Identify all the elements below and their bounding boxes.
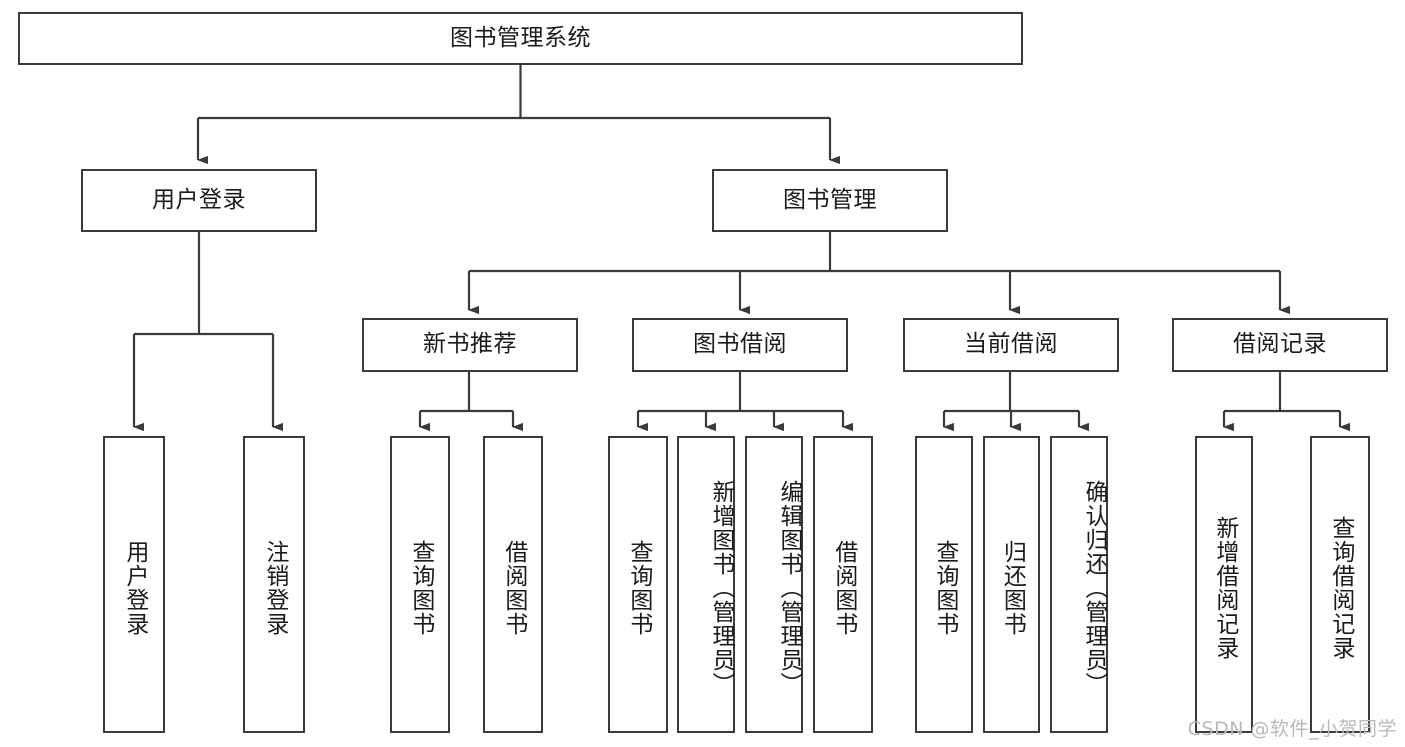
watermark-text: CSDN @软件_小贺同学	[1187, 718, 1397, 740]
node-root[interactable]: 图书管理系统	[18, 12, 1023, 65]
leaf-borrow-book-nbr-label: 借阅图书	[500, 539, 527, 636]
leaf-query-borrow-record[interactable]: 查询借阅记录	[1310, 436, 1370, 733]
leaf-return-book-label: 归还图书	[999, 539, 1026, 636]
node-new-book-recommend-label: 新书推荐	[423, 331, 517, 358]
node-current-borrow[interactable]: 当前借阅	[903, 318, 1119, 372]
node-user-login-label: 用户登录	[152, 186, 246, 213]
leaf-return-book[interactable]: 归还图书	[983, 436, 1040, 733]
leaf-add-borrow-record-label: 新增借阅记录	[1211, 515, 1238, 660]
node-borrow-record-label: 借阅记录	[1233, 331, 1327, 358]
leaf-add-borrow-record[interactable]: 新增借阅记录	[1195, 436, 1253, 733]
node-book-borrow[interactable]: 图书借阅	[632, 318, 848, 372]
node-book-management-label: 图书管理	[783, 186, 877, 213]
leaf-user-login[interactable]: 用户登录	[103, 436, 165, 733]
leaf-edit-book-admin-label: 编辑图书（管理员）	[776, 479, 802, 696]
leaf-confirm-return-admin[interactable]: 确认归还（管理员）	[1050, 436, 1108, 733]
leaf-confirm-return-admin-label: 确认归还（管理员）	[1081, 479, 1107, 696]
leaf-add-book-admin-label: 新增图书（管理员）	[708, 479, 734, 696]
leaf-borrow-book-bb[interactable]: 借阅图书	[813, 436, 873, 733]
leaf-query-book-cb[interactable]: 查询图书	[915, 436, 973, 733]
node-new-book-recommend[interactable]: 新书推荐	[362, 318, 578, 372]
leaf-query-borrow-record-label: 查询借阅记录	[1327, 515, 1354, 660]
leaf-edit-book-admin[interactable]: 编辑图书（管理员）	[745, 436, 803, 733]
node-user-login[interactable]: 用户登录	[81, 169, 317, 232]
leaf-logout[interactable]: 注销登录	[243, 436, 305, 733]
leaf-query-book-cb-label: 查询图书	[931, 539, 958, 636]
leaf-query-book-bb-label: 查询图书	[625, 539, 652, 636]
leaf-query-book-nbr-label: 查询图书	[407, 539, 434, 636]
leaf-borrow-book-bb-label: 借阅图书	[830, 539, 857, 636]
leaf-user-login-label: 用户登录	[121, 539, 148, 636]
leaf-query-book-bb[interactable]: 查询图书	[608, 436, 668, 733]
leaf-add-book-admin[interactable]: 新增图书（管理员）	[677, 436, 735, 733]
leaf-query-book-nbr[interactable]: 查询图书	[390, 436, 450, 733]
node-current-borrow-label: 当前借阅	[964, 331, 1058, 358]
node-root-label: 图书管理系统	[450, 24, 591, 51]
node-book-management[interactable]: 图书管理	[712, 169, 948, 232]
node-book-borrow-label: 图书借阅	[693, 331, 787, 358]
leaf-logout-label: 注销登录	[261, 539, 288, 636]
leaf-borrow-book-nbr[interactable]: 借阅图书	[483, 436, 543, 733]
node-borrow-record[interactable]: 借阅记录	[1172, 318, 1388, 372]
